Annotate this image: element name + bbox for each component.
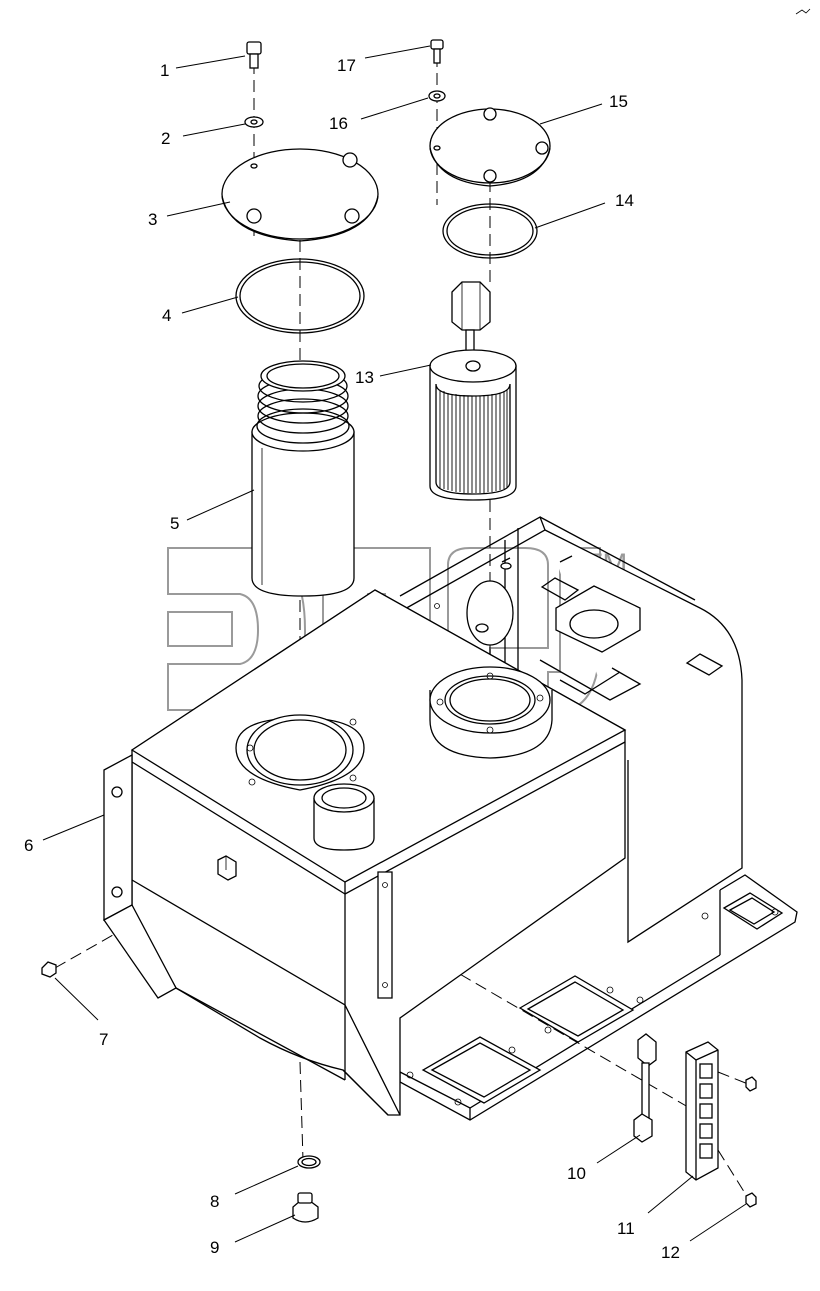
o-ring-part-14	[442, 203, 538, 259]
washer-part-16	[428, 90, 446, 102]
callout-14: 14	[615, 191, 634, 210]
callout-15: 15	[609, 92, 628, 111]
callout-5: 5	[170, 514, 179, 533]
callout-16: 16	[329, 114, 348, 133]
callout-3: 3	[148, 210, 157, 229]
callout-17: 17	[337, 56, 356, 75]
washer-part-2	[244, 116, 264, 128]
strainer-part-5	[251, 360, 355, 597]
gauge-guard-part-11	[685, 1041, 719, 1181]
corner-mark	[795, 8, 811, 15]
plug-part-7	[41, 961, 57, 978]
filter-element-part-13	[429, 281, 517, 501]
o-ring-part-4	[235, 258, 365, 334]
cover-plate-part-3	[221, 148, 379, 242]
drain-plug-part-9	[292, 1192, 319, 1223]
screw-part-12	[745, 1076, 757, 1208]
callout-11: 11	[617, 1219, 635, 1238]
callout-12: 12	[661, 1243, 680, 1262]
callout-6: 6	[24, 836, 33, 855]
callout-13: 13	[355, 368, 374, 387]
washer-part-8	[297, 1155, 321, 1169]
tank-body-part-6	[103, 555, 627, 1116]
bolt-part-1	[246, 41, 262, 69]
filter-pleats	[439, 390, 508, 493]
callout-4: 4	[162, 306, 171, 325]
callout-9: 9	[210, 1238, 219, 1257]
callout-10: 10	[567, 1164, 586, 1183]
leader-lines	[42, 45, 747, 1243]
callout-2: 2	[161, 129, 170, 148]
callout-1: 1	[160, 61, 169, 80]
callout-labels: 1 2 3 4 5 6 7 8 9 10 11 12 13 14 15 16 1…	[24, 56, 680, 1262]
frame-structure	[399, 516, 798, 1121]
sight-gauge-part-10	[633, 1033, 657, 1143]
callout-7: 7	[99, 1030, 108, 1049]
cover-plate-part-15	[429, 107, 551, 187]
callout-8: 8	[210, 1192, 219, 1211]
bolt-part-17	[430, 39, 444, 64]
